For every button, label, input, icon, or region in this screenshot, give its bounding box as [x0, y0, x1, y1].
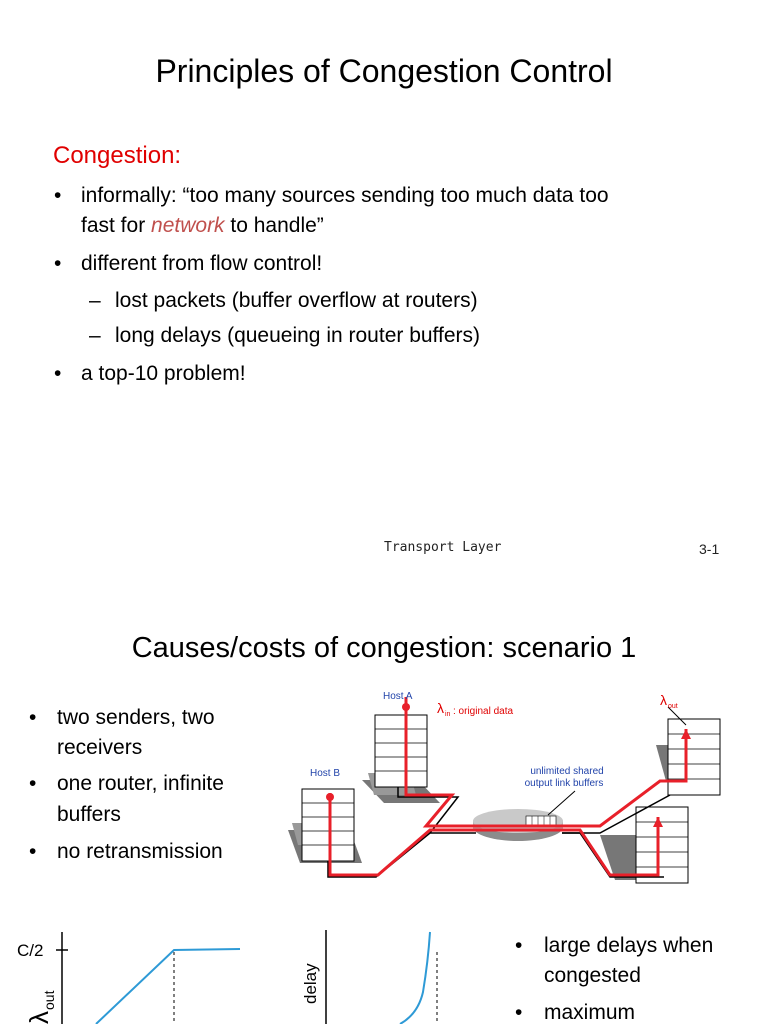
bullet-large-delays-l1: large delays when: [544, 934, 714, 957]
lambda-out-subscript: out: [668, 703, 678, 710]
lambda-out-axis-subscript: out: [41, 990, 57, 1010]
source-a-dot: [402, 703, 410, 711]
bullet-dot: •: [29, 706, 37, 729]
buffer-pointer: [547, 790, 576, 816]
lambda-in-symbol: λ: [437, 700, 444, 716]
text-network-emphasis: network: [151, 214, 225, 237]
slide-1-title: Principles of Congestion Control: [155, 53, 613, 89]
text-to-handle: to handle”: [224, 214, 324, 237]
throughput-curve: [95, 948, 241, 1024]
bullet-informally-line1: informally: “too many sources sending to…: [81, 184, 609, 207]
bullet-two-senders-l2: receivers: [57, 736, 143, 759]
lambda-in-subscript: in: [445, 711, 451, 718]
bullet-two-senders-l1: two senders, two: [57, 706, 215, 729]
host-b-computer: [288, 788, 362, 863]
host-a-label: Host A: [383, 691, 413, 702]
footer-page-number: 3-1: [699, 541, 720, 557]
lambda-out-pointer: [667, 706, 687, 726]
bullet-dot: •: [54, 252, 62, 275]
bullet-informally-line2: fast for network to handle”: [81, 211, 324, 241]
network-diagram: Host A Host B λ in : original data λ out…: [288, 691, 721, 884]
bullet-maximum: maximum: [544, 1001, 636, 1024]
bullet-large-delays-l2: congested: [544, 964, 641, 987]
original-data-label: : original data: [453, 706, 513, 717]
source-b-dot: [326, 793, 334, 801]
bullet-no-retransmission: no retransmission: [57, 840, 223, 863]
buffer-label-line2: output link buffers: [525, 778, 604, 789]
lambda-out-axis-symbol: λ: [24, 1011, 54, 1024]
c-over-2-label: C/2: [17, 941, 43, 960]
bullet-dot: •: [515, 934, 523, 957]
sub-bullet-long-delays: long delays (queueing in router buffers): [115, 324, 481, 347]
bullet-flow-control: different from flow control!: [81, 252, 323, 275]
throughput-graph: C/2 λ out: [17, 932, 241, 1024]
sub-bullet-dash: –: [89, 324, 101, 347]
arrow-up-icon: [681, 729, 691, 739]
congestion-heading: Congestion:: [53, 142, 182, 169]
sub-bullet-dash: –: [89, 289, 101, 312]
arrow-up-icon: [653, 817, 663, 827]
bullet-one-router-l2: buffers: [57, 803, 121, 826]
host-a-computer: [362, 714, 440, 803]
delay-axis-label: delay: [301, 963, 320, 1004]
bullet-dot: •: [515, 1001, 523, 1024]
bullet-dot: •: [54, 184, 62, 207]
footer-transport-layer: Transport Layer: [384, 540, 502, 555]
receiver-top-computer: [656, 718, 721, 796]
text-fast-for: fast for: [81, 214, 152, 237]
bullet-top-10: a top-10 problem!: [81, 362, 246, 385]
slide-2-title: Causes/costs of congestion: scenario 1: [131, 632, 637, 664]
host-b-label: Host B: [310, 768, 340, 779]
delay-curve: [399, 931, 431, 1024]
lambda-out-symbol: λ: [660, 692, 667, 708]
buffer-label-line1: unlimited shared: [530, 766, 603, 777]
bullet-dot: •: [29, 840, 37, 863]
sub-bullet-lost-packets: lost packets (buffer overflow at routers…: [115, 289, 478, 312]
delay-graph: delay: [301, 930, 438, 1024]
bullet-one-router-l1: one router, infinite: [57, 772, 224, 795]
data-flow-paths: [328, 697, 688, 877]
bullet-dot: •: [54, 362, 62, 385]
receiver-bottom-computer: [600, 806, 689, 884]
bullet-dot: •: [29, 772, 37, 795]
